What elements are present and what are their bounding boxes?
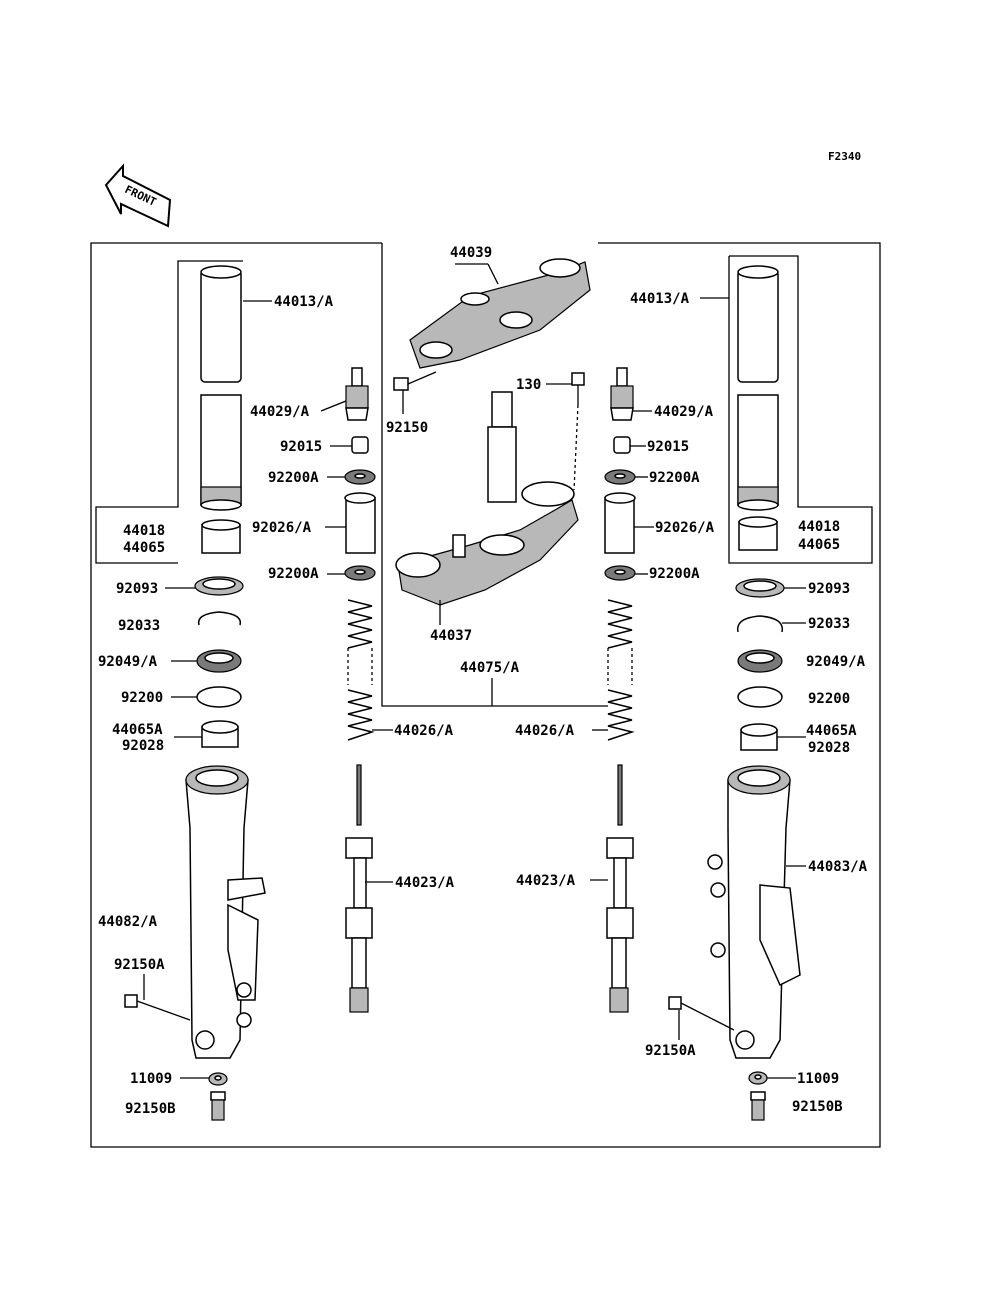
right-spring-44026 xyxy=(607,599,635,741)
label-l-44023: 44023/A xyxy=(395,875,455,891)
label-r-92200: 92200 xyxy=(808,691,850,707)
label-l-92093: 92093 xyxy=(116,581,158,597)
right-cap-bolt-44029 xyxy=(610,367,634,421)
label-l-44026: 44026/A xyxy=(394,723,454,739)
label-r-11009: 11009 xyxy=(797,1071,839,1087)
right-bolt-92150A xyxy=(668,996,735,1031)
label-c-44039: 44039 xyxy=(450,245,492,261)
right-clip-92033 xyxy=(736,615,784,633)
left-outer-tube-44082 xyxy=(185,765,266,1059)
left-clip-92033 xyxy=(197,611,242,626)
label-c-130: 130 xyxy=(516,377,541,393)
right-washer-92200A-lower xyxy=(604,565,636,581)
right-inner-tube xyxy=(737,265,779,511)
left-washer-92200 xyxy=(196,686,242,708)
left-cap-bolt-44029 xyxy=(345,367,369,421)
label-r-44023: 44023/A xyxy=(516,873,576,889)
label-l-44082: 44082/A xyxy=(98,914,158,930)
left-washer-92200A-upper xyxy=(344,469,376,485)
label-r-44029: 44029/A xyxy=(654,404,714,420)
lower-bracket-44037 xyxy=(395,391,579,606)
left-seal-92049 xyxy=(196,649,242,673)
left-spacer-92026 xyxy=(344,492,376,554)
left-seal-92093 xyxy=(194,576,244,596)
right-seal-92093 xyxy=(735,578,785,598)
frame-outline xyxy=(90,242,881,1148)
upper-bracket-44039 xyxy=(409,258,591,369)
right-bushing-44018 xyxy=(738,516,778,551)
label-l-92200: 92200 xyxy=(121,690,163,706)
right-damper-rod-44023 xyxy=(606,764,634,1013)
label-c-92150: 92150 xyxy=(386,420,428,436)
left-nut-92015 xyxy=(351,436,369,454)
label-r-44083: 44083/A xyxy=(808,859,868,875)
label-l-44013: 44013/A xyxy=(274,294,334,310)
label-c-44075: 44075/A xyxy=(460,660,520,676)
label-r-92028: 92028 xyxy=(808,740,850,756)
label-l-92028: 92028 xyxy=(122,738,164,754)
label-r-92200A-2: 92200A xyxy=(649,566,700,582)
left-bolt-92150A xyxy=(124,994,191,1021)
right-washer-92200 xyxy=(737,686,783,708)
right-outer-tube-44083 xyxy=(707,765,801,1059)
label-l-44018: 44018 xyxy=(123,523,165,539)
right-washer-11009 xyxy=(748,1071,768,1085)
label-r-92033: 92033 xyxy=(808,616,850,632)
label-l-92026: 92026/A xyxy=(252,520,312,536)
label-r-92049: 92049/A xyxy=(806,654,866,670)
label-r-44026: 44026/A xyxy=(515,723,575,739)
label-r-44013: 44013/A xyxy=(630,291,690,307)
label-l-44029: 44029/A xyxy=(250,404,310,420)
left-spring-44026 xyxy=(347,599,375,741)
label-l-92015: 92015 xyxy=(280,439,322,455)
right-spacer-92026 xyxy=(604,492,636,554)
label-r-92150A: 92150A xyxy=(645,1043,696,1059)
left-bushing-44018 xyxy=(201,519,241,554)
label-r-92093: 92093 xyxy=(808,581,850,597)
right-washer-92200A-upper xyxy=(604,469,636,485)
right-bolt-92150B xyxy=(750,1091,766,1121)
leader-lines xyxy=(143,263,806,1079)
left-damper-rod-44023 xyxy=(345,764,373,1013)
label-l-11009: 11009 xyxy=(130,1071,172,1087)
right-nut-92015 xyxy=(613,436,631,454)
label-r-44065A: 44065A xyxy=(806,723,857,739)
label-r-92026: 92026/A xyxy=(655,520,715,536)
center-bolt-130 xyxy=(571,372,585,491)
label-l-92200A-1: 92200A xyxy=(268,470,319,486)
label-r-92150B: 92150B xyxy=(792,1099,843,1115)
label-l-92150A: 92150A xyxy=(114,957,165,973)
label-l-44065A: 44065A xyxy=(112,722,163,738)
left-bushing-44065A xyxy=(201,720,239,748)
figure-code: F2340 xyxy=(828,150,861,163)
center-bolt-92150 xyxy=(393,371,437,391)
label-l-44065: 44065 xyxy=(123,540,165,556)
left-inner-tube xyxy=(200,265,242,511)
label-r-44065: 44065 xyxy=(798,537,840,553)
front-arrow-icon: FRONT xyxy=(104,163,172,228)
label-l-92049: 92049/A xyxy=(98,654,158,670)
left-bolt-92150B xyxy=(210,1091,226,1121)
label-l-92200A-2: 92200A xyxy=(268,566,319,582)
right-bushing-44065A xyxy=(740,723,778,751)
label-r-44018: 44018 xyxy=(798,519,840,535)
label-l-92033: 92033 xyxy=(118,618,160,634)
right-seal-92049 xyxy=(737,649,783,673)
left-washer-92200A-lower xyxy=(344,565,376,581)
label-r-92200A-1: 92200A xyxy=(649,470,700,486)
label-l-92150B: 92150B xyxy=(125,1101,176,1117)
label-c-44037: 44037 xyxy=(430,628,472,644)
label-r-92015: 92015 xyxy=(647,439,689,455)
left-washer-11009 xyxy=(208,1072,228,1086)
